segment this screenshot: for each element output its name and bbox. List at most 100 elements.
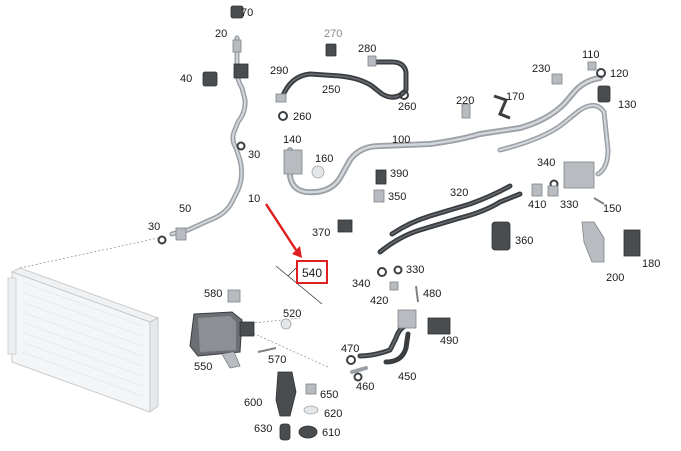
callout-340b: 340 (352, 278, 370, 290)
bracket-200 (581, 221, 605, 263)
screw-650 (305, 383, 317, 395)
seal-ring-340b (377, 267, 387, 277)
callout-600: 600 (244, 397, 262, 409)
callout-50: 50 (179, 203, 191, 215)
callout-180: 180 (642, 258, 660, 270)
valve-230 (551, 73, 563, 85)
seal-ring-120 (596, 68, 606, 78)
seal-ring-260a (278, 111, 288, 121)
callout-70: 70 (241, 7, 253, 19)
callout-150: 150 (603, 203, 621, 215)
callout-370: 370 (312, 227, 330, 239)
highlight-box-540 (296, 260, 328, 284)
leader-dashed (234, 317, 301, 326)
grommet-610 (298, 425, 318, 439)
cap-110 (587, 61, 597, 71)
clip-40 (202, 71, 218, 87)
bolt-150 (593, 197, 605, 205)
oil-cooler-550 (189, 311, 255, 369)
callout-570: 570 (268, 354, 286, 366)
callout-100: 100 (392, 134, 410, 146)
bracket-360 (491, 221, 511, 251)
callout-340a: 340 (537, 157, 555, 169)
callout-490: 490 (440, 335, 458, 347)
sensor-130 (597, 85, 611, 103)
callout-labels: 70 20 40 270 280 290 250 260 260 30 140 … (148, 7, 660, 439)
washer-620 (303, 405, 319, 415)
callout-230: 230 (532, 63, 550, 75)
callout-470: 470 (341, 343, 359, 355)
screw-330a (547, 185, 559, 197)
fitting-290 (275, 93, 287, 103)
cap-420 (389, 281, 399, 291)
cap-70 (230, 5, 244, 19)
pipe-100 (287, 75, 611, 196)
callout-20: 20 (215, 28, 227, 40)
callout-30b: 30 (148, 221, 160, 233)
plug-630 (279, 423, 291, 441)
valve-280 (367, 55, 377, 67)
callout-520: 520 (283, 308, 301, 320)
expansion-valve (563, 161, 595, 189)
bracket-490 (427, 317, 451, 335)
callout-270: 270 (324, 28, 342, 40)
callout-260b: 260 (398, 101, 416, 113)
seal-ring-470 (346, 355, 356, 365)
seal-ring-330b (393, 265, 403, 275)
valve-180 (623, 229, 641, 257)
callout-250: 250 (322, 84, 340, 96)
pipe-10 (169, 35, 248, 237)
fitting-410 (531, 183, 543, 197)
callout-200: 200 (606, 272, 624, 284)
callout-140: 140 (283, 134, 301, 146)
valve-350 (373, 189, 385, 203)
fitting-580 (227, 289, 241, 303)
valve-block-450 (397, 309, 417, 329)
callout-110: 110 (582, 49, 600, 61)
arrow-540 (264, 203, 302, 258)
callout-320: 320 (450, 187, 468, 199)
callout-420: 420 (370, 295, 388, 307)
callout-220: 220 (456, 95, 474, 107)
seal-ring-260b (399, 90, 409, 100)
callout-550: 550 (194, 361, 212, 373)
hose-250 (279, 59, 409, 101)
callout-40: 40 (180, 73, 192, 85)
screw-220 (461, 103, 471, 119)
callout-410: 410 (528, 199, 546, 211)
callout-280: 280 (358, 43, 376, 55)
callout-480: 480 (423, 288, 441, 300)
callout-540: 540 (302, 266, 322, 280)
callout-390: 390 (390, 168, 408, 180)
sensor-270 (325, 43, 337, 57)
clip-370 (337, 219, 353, 233)
callout-610: 610 (322, 427, 340, 439)
leader-dashed (19, 237, 159, 269)
bolt-480 (415, 285, 419, 303)
callout-580: 580 (204, 288, 222, 300)
callout-630: 630 (254, 423, 272, 435)
callout-330a: 330 (560, 199, 578, 211)
callout-260a: 260 (293, 111, 311, 123)
bracket-140 (283, 149, 303, 175)
callout-650: 650 (320, 389, 338, 401)
callout-120: 120 (610, 68, 628, 80)
callout-450: 450 (398, 371, 416, 383)
callout-130: 130 (618, 99, 636, 111)
seal-ring-460 (353, 372, 363, 382)
callout-620: 620 (324, 408, 342, 420)
callout-330b: 330 (406, 264, 424, 276)
condenser (7, 267, 160, 413)
callout-360: 360 (515, 235, 533, 247)
callout-160: 160 (315, 153, 333, 165)
damper-160 (311, 165, 325, 179)
seal-540 (275, 265, 323, 305)
callout-10: 10 (248, 193, 260, 205)
callout-350: 350 (388, 191, 406, 203)
mount-600 (275, 371, 297, 417)
callout-30a: 30 (248, 149, 260, 161)
clip-170 (493, 94, 511, 120)
valve-20 (232, 39, 242, 53)
